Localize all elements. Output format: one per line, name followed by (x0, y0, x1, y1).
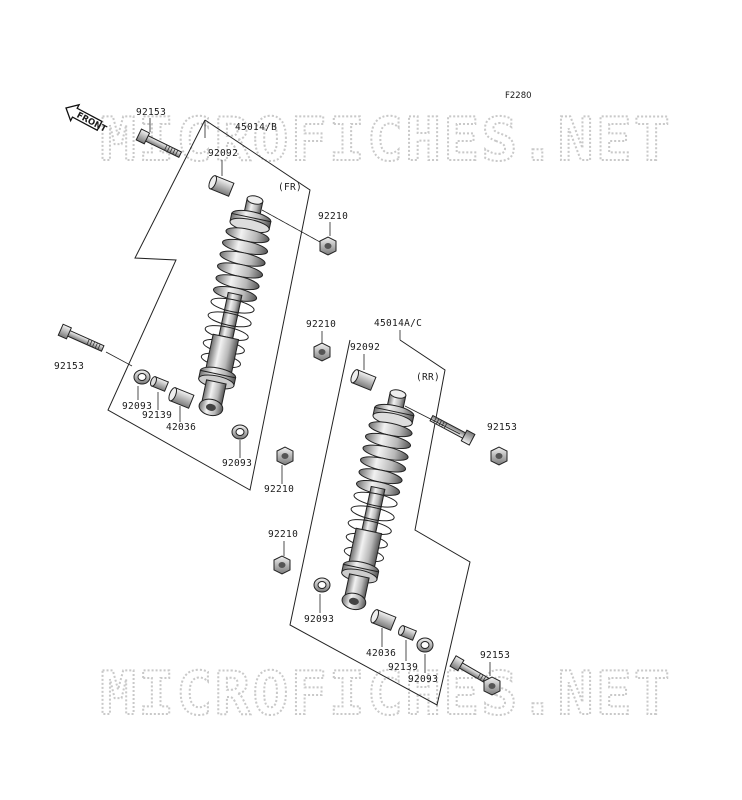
rear-group-frame (289, 339, 471, 706)
front-upper-bolt-label: 92153 (136, 107, 166, 118)
front-group-frame (107, 119, 311, 491)
front-shock-absorber (186, 190, 279, 421)
front-washer-left-label: 92093 (122, 401, 152, 412)
rear-upper-bushing-label: 92092 (350, 342, 380, 353)
front-assembly-label: 45014/B (235, 122, 277, 133)
front-upper-bushing-label: 92092 (208, 148, 238, 159)
front-upper-bushing (206, 174, 235, 197)
rear-lower-nut (273, 555, 291, 575)
rear-lower-bolt-label: 92153 (480, 650, 510, 661)
rear-upper-bushing (348, 368, 377, 391)
rear-collar (396, 624, 417, 641)
rear-lower-bushing-label: 42036 (366, 648, 396, 659)
rear-upper-bolt-label: 92153 (487, 422, 517, 433)
watermark-bottom: MICROFICHES.NET (100, 659, 672, 729)
front-lower-bolt (57, 323, 106, 355)
front-lower-bushing (166, 386, 195, 409)
front-washer-right-label: 92093 (222, 458, 252, 469)
rear-upper-nut-label: 92210 (306, 319, 336, 330)
rear-lower-bushing (368, 608, 397, 631)
front-upper-nut-label: 92210 (318, 211, 348, 222)
front-collar (148, 375, 169, 392)
rear-assembly-label: 45014A/C (374, 318, 422, 329)
rear-position-label: (RR) (416, 372, 440, 383)
front-washer-left (133, 369, 151, 385)
front-upper-nut (319, 236, 337, 256)
front-collar-label: 92139 (142, 410, 172, 421)
rear-collar-label: 92139 (388, 662, 418, 673)
figure-code: F2280 (505, 91, 532, 101)
rear-washer-left-label: 92093 (304, 614, 334, 625)
rear-upper-bolt-head (490, 446, 508, 466)
front-washer-right (231, 424, 249, 440)
front-lower-nut-label: 92210 (264, 484, 294, 495)
watermark-top: MICROFICHES.NET (100, 105, 672, 175)
rear-lower-nut-label: 92210 (268, 529, 298, 540)
rear-washer-left (313, 577, 331, 593)
rear-shock-absorber (329, 384, 422, 615)
rear-washer-right-label: 92093 (408, 674, 438, 685)
rear-lower-bolt-head (483, 676, 501, 696)
front-position-label: (FR) (278, 182, 302, 193)
rear-upper-nut (313, 342, 331, 362)
rear-shock-group: 45014A/C (RR) 92210 92092 92153 92210 92… (268, 318, 517, 706)
front-lower-bushing-label: 42036 (166, 422, 196, 433)
front-lower-bolt-label: 92153 (54, 361, 84, 372)
rear-upper-bolt (428, 412, 476, 446)
rear-washer-right (416, 637, 434, 653)
front-shock-group: 45014/B (FR) 92153 92092 92210 92153 920… (54, 107, 348, 495)
front-lower-nut (276, 446, 294, 466)
